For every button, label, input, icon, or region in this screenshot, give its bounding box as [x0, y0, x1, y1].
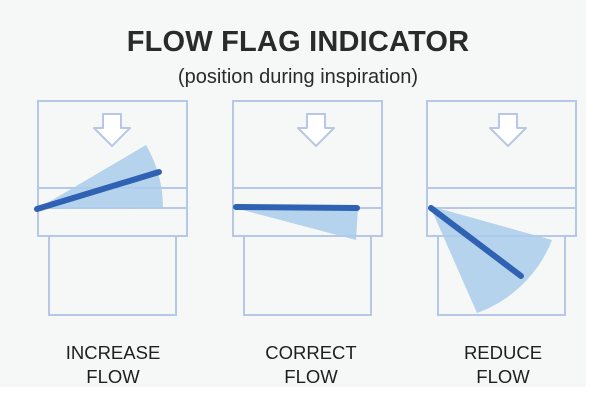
- flow-flag: [428, 205, 524, 279]
- card-edge-bottom: [0, 387, 596, 393]
- diagram-subtitle: (position during inspiration): [177, 66, 419, 88]
- label-line-1: INCREASE: [65, 342, 161, 363]
- down-arrow-icon: [489, 113, 527, 147]
- label-line-2: FLOW: [86, 366, 140, 387]
- diagram-title: FLOW FLAG INDICATOR: [126, 26, 470, 58]
- down-arrow-icon: [297, 113, 335, 147]
- flag-swing-range: [235, 208, 358, 240]
- label-reduce-flow: REDUCE FLOW: [423, 341, 583, 389]
- label-line-2: FLOW: [284, 366, 338, 387]
- label-increase-flow: INCREASE FLOW: [33, 341, 193, 389]
- indicator-housing: [426, 100, 577, 316]
- card-edge-right: [586, 0, 596, 393]
- label-line-2: FLOW: [476, 366, 530, 387]
- flow-flag: [233, 204, 360, 211]
- label-correct-flow: CORRECT FLOW: [231, 341, 391, 389]
- flow-flag: [34, 169, 162, 212]
- panel-reduce: [426, 100, 577, 316]
- label-line-1: REDUCE: [463, 342, 543, 363]
- flag-swing-range: [37, 145, 163, 209]
- panel-correct: [232, 100, 383, 316]
- down-arrow-icon: [93, 113, 131, 147]
- label-line-1: CORRECT: [265, 342, 357, 363]
- panel-increase: [34, 100, 188, 316]
